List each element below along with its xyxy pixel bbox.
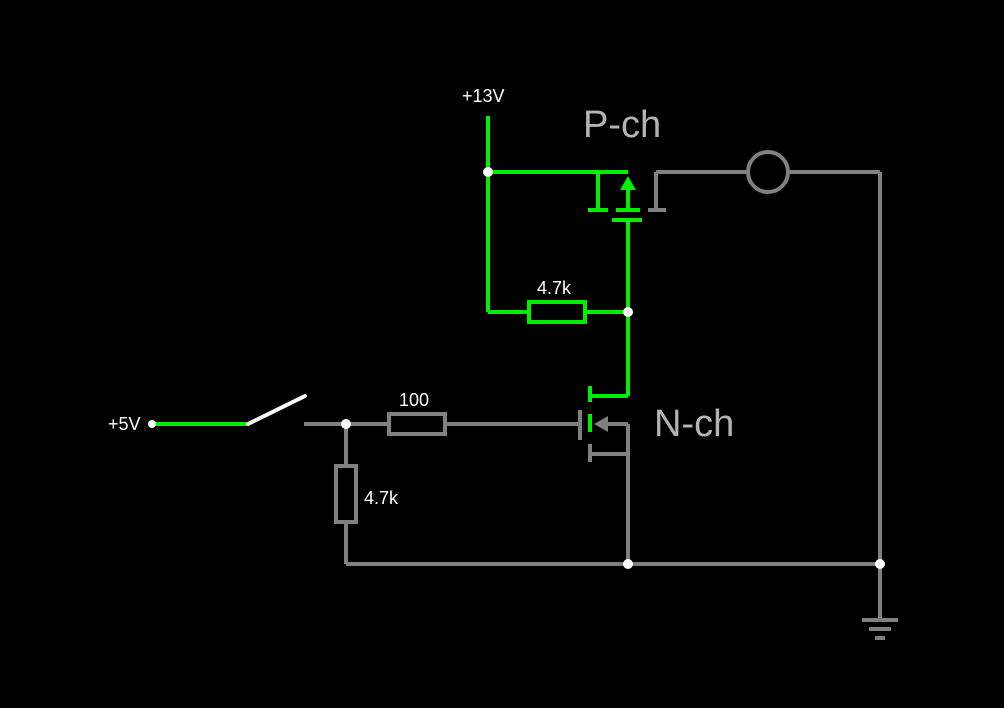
gate-network [304, 412, 880, 566]
ground-icon [862, 618, 898, 640]
node-pullup-junction [623, 307, 633, 317]
label-supply-13v: +13V [462, 86, 505, 106]
label-supply-5v: +5V [108, 414, 141, 434]
node-source-ground [623, 559, 633, 569]
label-pch: P-ch [583, 104, 661, 146]
node-13v-junction [483, 167, 493, 177]
p-channel-mosfet-icon [588, 172, 666, 222]
label-gate-resistor-value: 100 [399, 390, 429, 410]
node-ground-junction [875, 559, 885, 569]
pch-arrow-head [620, 176, 636, 190]
load-network [656, 150, 882, 620]
label-pullup-value: 4.7k [537, 278, 572, 298]
resistor-gate-100 [387, 412, 447, 436]
open-switch-icon[interactable] [246, 394, 307, 426]
node-gate-junction [341, 419, 351, 429]
nch-arrow-head [594, 416, 608, 432]
resistor-pulldown-4k7 [334, 464, 358, 524]
label-nch: N-ch [654, 403, 734, 445]
n-channel-mosfet-icon [578, 386, 630, 564]
supply-13v-network [486, 116, 630, 398]
resistor-pullup-4k7 [527, 300, 587, 324]
circle-lamp-icon [746, 150, 790, 194]
node-5v-terminal[interactable] [148, 420, 156, 428]
label-pulldown-value: 4.7k [364, 488, 399, 508]
